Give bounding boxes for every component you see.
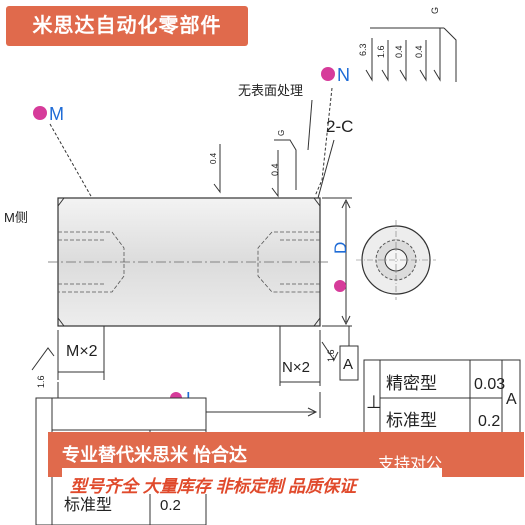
m-label: M — [49, 104, 64, 124]
roughness-right-end — [321, 341, 339, 361]
tolerance-datum: A — [506, 391, 517, 408]
m-side-label: M侧 — [4, 210, 28, 225]
surface-treatment-label: 无表面处理 — [238, 83, 303, 98]
promo-subline: 型号齐全 大量库存 非标定制 品质保证 — [70, 477, 357, 496]
roughness-right-part-value: 0.4 — [270, 163, 280, 176]
m-badge-icon — [33, 106, 47, 120]
n-leader — [314, 87, 333, 197]
roughness-left-end — [31, 347, 55, 371]
m-leader — [49, 123, 97, 206]
promo-subline-box: 型号齐全 大量库存 非标定制 品质保证 — [62, 468, 442, 496]
roughness-top-4: 0.4 — [414, 45, 424, 58]
end-view — [356, 220, 436, 300]
brand-title: 米思达自动化零部件 — [32, 15, 222, 37]
n-thread-dimension — [279, 326, 321, 386]
n-badge-icon — [321, 67, 335, 81]
surface-treatment-leader — [307, 99, 313, 151]
roughness-right-part-tag: G — [277, 130, 286, 136]
tolerance-grade-1: 精密型 — [386, 374, 437, 393]
chamfer-leader — [317, 139, 335, 199]
roughness-top-2: 1.6 — [376, 45, 386, 58]
right-threaded-hole — [257, 231, 320, 293]
m-thread-length: M×2 — [66, 343, 98, 360]
roughness-body — [213, 144, 221, 194]
roughness-top-3: 0.4 — [394, 45, 404, 58]
left-threaded-hole — [58, 231, 125, 293]
tolerance-value-1: 0.03 — [474, 376, 505, 393]
brand-banner: 米思达自动化零部件 — [6, 6, 248, 46]
shaft-chamfers — [57, 197, 321, 327]
roughness-group-top — [365, 27, 457, 82]
roughness-body-value: 0.4 — [209, 152, 218, 164]
shaft-body — [57, 197, 321, 327]
lower-table-grade: 标准型 — [64, 496, 112, 514]
tolerance-table — [363, 359, 521, 437]
m-thread-dimension — [57, 326, 105, 380]
roughness-right-part — [271, 139, 297, 198]
n-thread-length: N×2 — [282, 359, 310, 376]
roughness-right-end-value: 1.6 — [326, 349, 336, 362]
tolerance-grade-2: 标准型 — [386, 411, 437, 430]
d-badge-icon — [334, 280, 346, 292]
roughness-top-1: 6.3 — [358, 43, 368, 56]
tolerance-value-2: 0.2 — [478, 413, 500, 430]
chamfer-label: 2-C — [326, 117, 353, 136]
roughness-left-end-value: 1.6 — [36, 375, 46, 388]
n-label: N — [337, 65, 350, 85]
promo-headline: 专业替代米思米 怡合达 — [62, 445, 247, 465]
d-label: D — [331, 242, 350, 254]
roughness-top-tag: G — [430, 7, 440, 14]
datum-a-label: A — [343, 356, 353, 373]
lower-table-value: 0.2 — [160, 497, 181, 514]
d-dimension — [322, 197, 352, 327]
tolerance-symbol: ⊥ — [366, 392, 382, 412]
